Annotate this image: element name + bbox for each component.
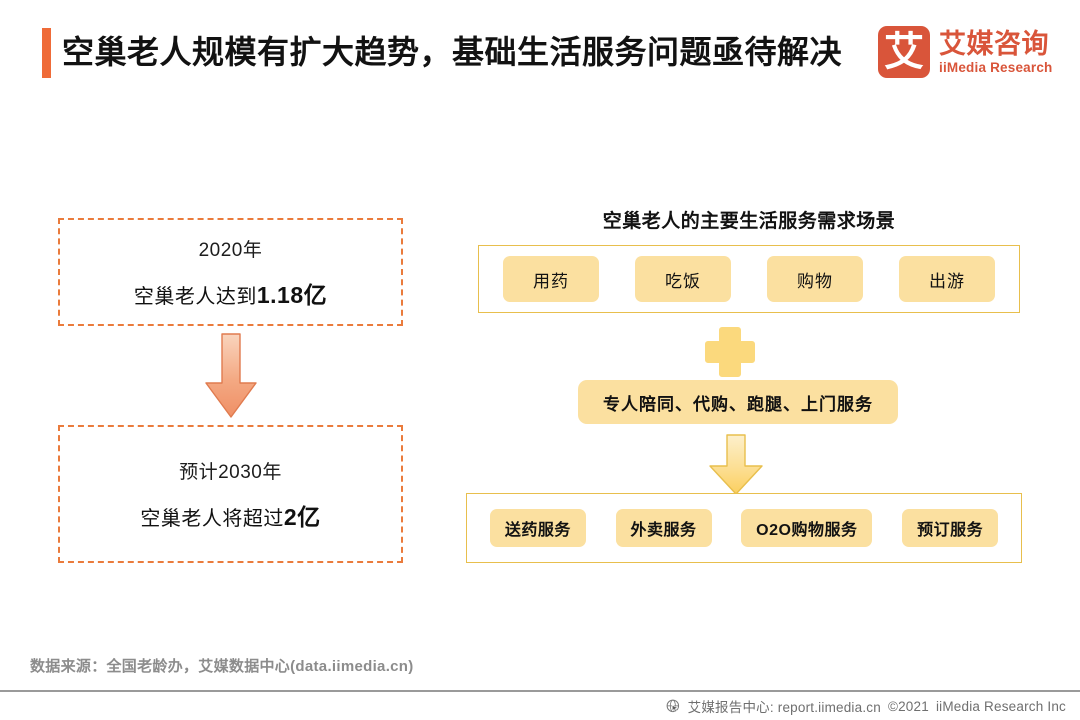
- stat-box-2030: 预计2030年 空巢老人将超过2亿: [58, 425, 403, 563]
- service-offer-bar: 专人陪同、代购、跑腿、上门服务: [578, 380, 898, 424]
- need-pill-3[interactable]: 出游: [899, 256, 995, 302]
- service-pill-0[interactable]: 送药服务: [489, 509, 586, 547]
- footer-copyright: ©2021: [887, 698, 929, 714]
- page-header: 空巢老人规模有扩大趋势，基础生活服务问题亟待解决 艾 艾媒咨询 iiMedia …: [0, 0, 1080, 110]
- footer-company: iiMedia Research Inc: [935, 698, 1066, 714]
- stat-box-2020-value: 空巢老人达到1.18亿: [134, 276, 327, 310]
- stat-box-2020: 2020年 空巢老人达到1.18亿: [58, 218, 403, 326]
- brand-logo: 艾 艾媒咨询 iiMedia Research: [878, 26, 1053, 78]
- stat-box-2020-year: 2020年: [198, 239, 263, 261]
- needs-scenario-container: 用药 吃饭 购物 出游: [478, 245, 1020, 313]
- stat-box-2030-year: 预计2030年: [179, 461, 282, 483]
- needs-section-heading: 空巢老人的主要生活服务需求场景: [602, 211, 896, 232]
- stat-box-2030-value-prefix: 空巢老人将超过: [140, 507, 284, 530]
- service-pill-2[interactable]: O2O购物服务: [741, 509, 873, 547]
- brand-logo-text: 艾媒咨询 iiMedia Research: [939, 29, 1053, 76]
- stat-box-2030-value-highlight: 2亿: [283, 503, 321, 530]
- footer-report-center: 艾媒报告中心: report.iimedia.cn: [687, 700, 881, 715]
- page-title: 空巢老人规模有扩大趋势，基础生活服务问题亟待解决: [62, 34, 843, 70]
- brand-name-en: iiMedia Research: [939, 59, 1053, 75]
- down-arrow-yellow-icon: [709, 434, 763, 495]
- service-pill-3[interactable]: 预订服务: [902, 509, 999, 547]
- plus-icon: [705, 327, 755, 377]
- service-pill-1[interactable]: 外卖服务: [615, 509, 712, 547]
- data-source-note: 数据来源：全国老龄办，艾媒数据中心(data.iimedia.cn): [30, 658, 414, 675]
- globe-cursor-icon: [666, 699, 679, 712]
- stat-box-2030-value: 空巢老人将超过2亿: [140, 498, 320, 532]
- logo-glyph: 艾: [884, 29, 924, 75]
- need-pill-1[interactable]: 吃饭: [635, 256, 731, 302]
- title-accent-bar: [42, 28, 51, 78]
- stat-box-2020-value-highlight: 1.18亿: [256, 281, 328, 308]
- footer-divider: [0, 690, 1080, 692]
- iimedia-logo-mark-icon: 艾: [878, 26, 930, 78]
- stat-box-2020-value-prefix: 空巢老人达到: [133, 285, 257, 308]
- need-pill-2[interactable]: 购物: [767, 256, 863, 302]
- brand-name-cn: 艾媒咨询: [939, 28, 1049, 59]
- down-arrow-orange-icon: [205, 333, 257, 418]
- footer-bar: 艾媒报告中心: report.iimedia.cn ©2021 iiMedia …: [0, 692, 1080, 720]
- need-pill-0[interactable]: 用药: [503, 256, 599, 302]
- services-output-container: 送药服务 外卖服务 O2O购物服务 预订服务: [466, 493, 1022, 563]
